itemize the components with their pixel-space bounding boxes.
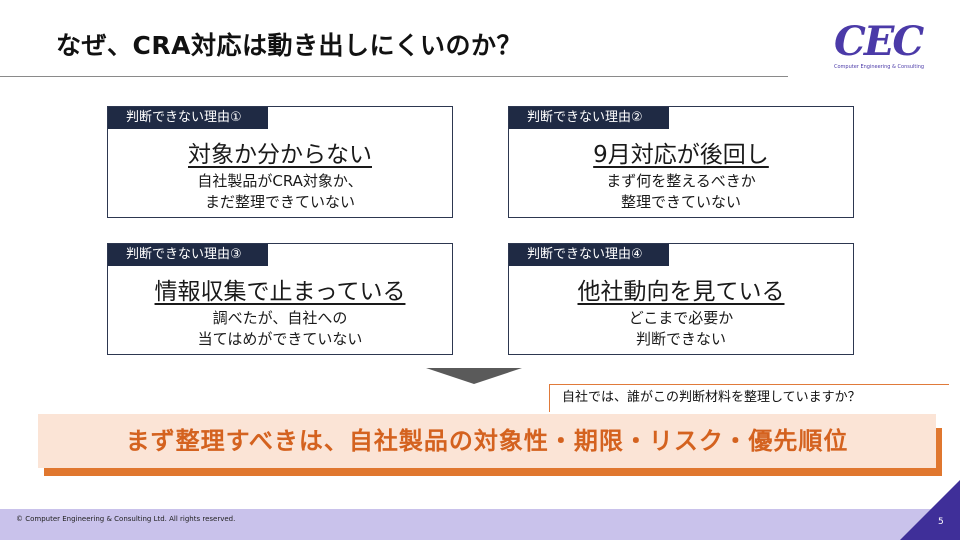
title-divider	[0, 76, 788, 77]
reason-card-4: 判断できない理由④ 他社動向を見ている どこまで必要か判断できない	[508, 243, 854, 355]
question-callout: 自社では、誰がこの判断材料を整理していますか？	[549, 384, 949, 412]
reason-heading: 対象か分からない	[188, 142, 372, 168]
reason-body: 調べたが、自社への当てはめができていない	[197, 309, 363, 348]
footer-copyright: © Computer Engineering & Consulting Ltd.…	[16, 515, 236, 523]
reason-card-2: 判断できない理由② 9月対応が後回し まず何を整えるべきか整理できていない	[508, 106, 854, 218]
logo-subtitle: Computer Engineering & Consulting	[834, 64, 925, 70]
down-arrow-icon	[426, 368, 522, 384]
reason-tag: 判断できない理由②	[509, 107, 669, 129]
reason-tag: 判断できない理由①	[108, 107, 268, 129]
logo-mark: CEC	[834, 18, 924, 65]
reason-body: どこまで必要か判断できない	[628, 309, 734, 348]
reason-heading: 他社動向を見ている	[577, 279, 785, 305]
reason-body: 自社製品がCRA対象か、まだ整理できていない	[197, 172, 363, 211]
page-title: なぜ、CRA対応は動き出しにくいのか？	[56, 31, 522, 60]
page-number: 5	[938, 517, 944, 527]
reason-heading: 9月対応が後回し	[593, 142, 769, 168]
reason-card-1: 判断できない理由① 対象か分からない 自社製品がCRA対象か、まだ整理できていな…	[107, 106, 453, 218]
reason-tag: 判断できない理由④	[509, 244, 669, 266]
conclusion-banner: まず整理すべきは、自社製品の対象性・期限・リスク・優先順位	[38, 414, 936, 468]
footer-accent	[900, 480, 960, 540]
reason-body: まず何を整えるべきか整理できていない	[606, 172, 756, 211]
cec-logo: CEC Computer Engineering & Consulting	[834, 18, 930, 72]
footer-bar	[0, 509, 960, 540]
reason-heading: 情報収集で止まっている	[154, 279, 406, 305]
reason-tag: 判断できない理由③	[108, 244, 268, 266]
reason-card-3: 判断できない理由③ 情報収集で止まっている 調べたが、自社への当てはめができてい…	[107, 243, 453, 355]
